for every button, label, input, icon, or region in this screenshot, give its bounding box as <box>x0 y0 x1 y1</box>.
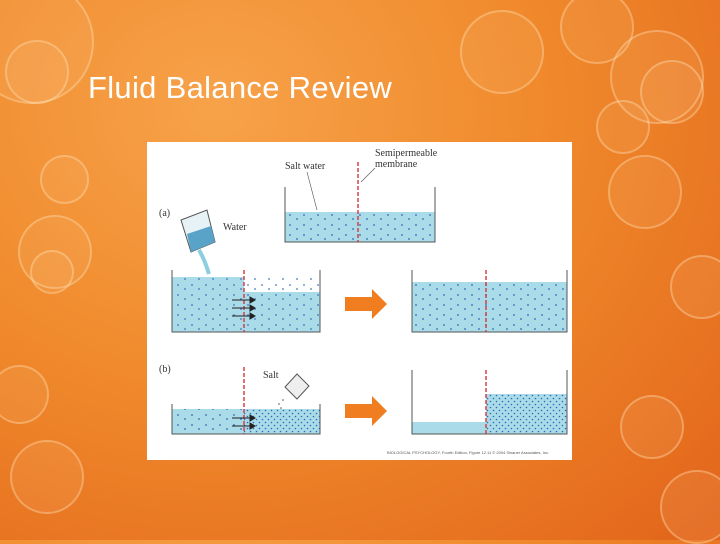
decorative-bubble <box>608 155 682 229</box>
decorative-bubble <box>620 395 684 459</box>
decorative-bubble <box>5 40 69 104</box>
salt-label: Salt <box>263 370 279 381</box>
decorative-bubble <box>0 365 49 424</box>
membrane-label-line2: membrane <box>375 159 418 170</box>
salt-water-label: Salt water <box>285 161 326 172</box>
decorative-bubble <box>460 10 544 94</box>
salt-shaker-icon <box>275 374 309 411</box>
process-arrow-a <box>345 289 387 319</box>
figure-caption: BIOLOGICAL PSYCHOLOGY, Fourth Edition, F… <box>387 450 549 455</box>
decorative-bubble <box>30 250 74 294</box>
membrane-label-line1: Semipermeable <box>375 148 438 159</box>
container-b-result <box>412 370 567 434</box>
osmosis-figure: Salt water Semipermeable membrane (a) Wa… <box>147 142 572 460</box>
container-a-pouring <box>172 270 320 332</box>
decorative-bubble <box>640 60 704 124</box>
osmosis-diagram: Salt water Semipermeable membrane (a) Wa… <box>147 142 572 460</box>
water-beaker-icon <box>181 210 215 274</box>
decorative-bubble <box>596 100 650 154</box>
part-a-label: (a) <box>159 208 170 219</box>
slide-title: Fluid Balance Review <box>88 70 392 106</box>
decorative-bubble <box>10 440 84 514</box>
water-label: Water <box>223 222 247 233</box>
decorative-bubble <box>660 470 720 544</box>
process-arrow-b <box>345 396 387 426</box>
decorative-bubble <box>670 255 720 319</box>
decorative-bubble <box>40 155 89 204</box>
container-a-result <box>412 270 567 332</box>
part-b-label: (b) <box>159 364 171 375</box>
